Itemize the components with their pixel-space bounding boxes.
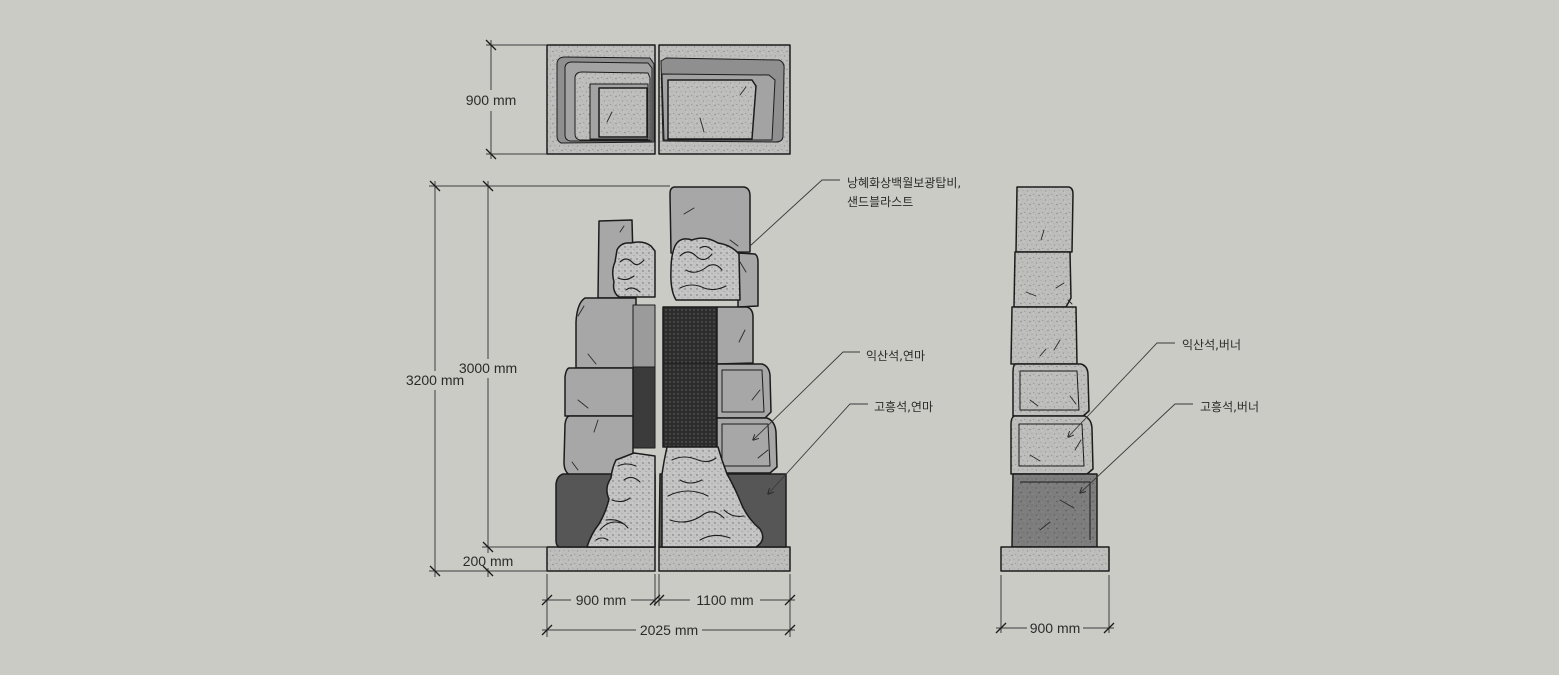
front-right-top-block — [669, 186, 751, 254]
front-right-dark-column — [662, 306, 718, 448]
dimension-tick — [429, 180, 441, 192]
front-elevation — [546, 186, 791, 572]
dimension-tick — [482, 565, 494, 577]
plan-view — [546, 44, 791, 155]
body-height-label: 3000 mm — [459, 360, 517, 376]
dimension-tick — [485, 148, 497, 160]
note-iksan-flamed: 익산석,버너 — [1182, 338, 1241, 352]
front-left-block-2 — [575, 297, 637, 369]
leader-line-iksan-polished — [753, 351, 860, 440]
right-width-label: 1100 mm — [696, 592, 753, 608]
side-block-3 — [1010, 306, 1078, 365]
side-width-dimension: 900 mm — [995, 575, 1115, 636]
front-height-dimensions: 3200 mm 3000 mm 200 mm — [406, 180, 670, 577]
front-right-relief-detail — [667, 456, 745, 541]
side-block-inner-face — [1018, 370, 1091, 540]
front-right-side-block-3 — [716, 363, 772, 419]
front-right-block-inner-face — [721, 369, 771, 467]
leader-line-goheung-polished — [768, 403, 868, 494]
side-block-4 — [1012, 363, 1090, 417]
dimension-tick — [784, 594, 796, 606]
base-height-label: 200 mm — [463, 553, 514, 569]
front-left-block-3 — [564, 367, 634, 417]
side-bottom-block — [1011, 473, 1098, 548]
dimension-tick — [541, 624, 553, 636]
dimension-tick — [995, 622, 1007, 634]
front-left-narrow-strip-upper — [632, 304, 656, 368]
front-right-stone-cracks — [683, 207, 769, 459]
side-elevation — [1000, 186, 1110, 572]
dimension-tick — [649, 594, 661, 606]
note-iksan-polished: 익산석,연마 — [866, 349, 925, 363]
front-right-side-block-1 — [737, 252, 759, 308]
side-base-slab — [1000, 546, 1110, 572]
note-monument-face-line-1: 낭혜화상백월보광탑비, — [847, 176, 961, 190]
leader-line-monument-face — [749, 179, 840, 247]
plan-depth-dimension: 900 mm — [466, 39, 547, 160]
side-annotations: 익산석,버너 고흥석,버너 — [1068, 338, 1259, 493]
front-left-lion-relief — [611, 241, 656, 298]
plan-right-stone-3 — [667, 79, 757, 140]
front-left-relief-detail — [595, 258, 645, 541]
front-width-dimensions: 900 mm 1100 mm 2025 mm — [541, 574, 796, 638]
front-annotations: 낭혜화상백월보광탑비, 샌드블라스트 익산석,연마 고흥석,연마 — [749, 176, 961, 494]
dimension-tick — [541, 594, 553, 606]
front-right-base-slab — [658, 546, 791, 572]
front-right-lion-relief — [670, 237, 741, 301]
note-goheung-flamed: 고흥석,버너 — [1200, 400, 1259, 414]
front-right-side-block-2 — [716, 306, 754, 365]
total-height-label: 3200 mm — [406, 372, 464, 388]
plan-depth-label: 900 mm — [466, 92, 517, 108]
dimension-tick — [653, 594, 665, 606]
side-block-1 — [1015, 186, 1074, 253]
total-width-label: 2025 mm — [640, 622, 698, 638]
plan-left-stone-5 — [598, 87, 648, 138]
front-right-lion-detail — [679, 245, 727, 291]
dimension-tick — [482, 180, 494, 192]
front-left-carved-figure — [586, 452, 656, 548]
plan-stone-crack — [606, 86, 747, 133]
dimension-tick — [482, 541, 494, 553]
front-left-stone-cracks — [571, 225, 625, 471]
side-block-5 — [1010, 415, 1094, 475]
leader-line-iksan-flamed — [1068, 342, 1175, 437]
left-width-label: 900 mm — [576, 592, 627, 608]
leader-line-goheung-flamed — [1080, 403, 1193, 493]
note-monument-face-line-2: 샌드블라스트 — [847, 195, 913, 209]
dimension-tick — [429, 565, 441, 577]
dimension-tick — [485, 39, 497, 51]
front-left-base-slab — [546, 546, 656, 572]
front-left-narrow-strip-lower — [632, 366, 656, 449]
side-stone-cracks — [1025, 229, 1082, 531]
side-width-label: 900 mm — [1030, 620, 1081, 636]
dimension-tick — [784, 624, 796, 636]
note-goheung-polished: 고흥석,연마 — [874, 400, 933, 414]
dimension-tick — [1103, 622, 1115, 634]
side-block-2 — [1013, 251, 1072, 308]
